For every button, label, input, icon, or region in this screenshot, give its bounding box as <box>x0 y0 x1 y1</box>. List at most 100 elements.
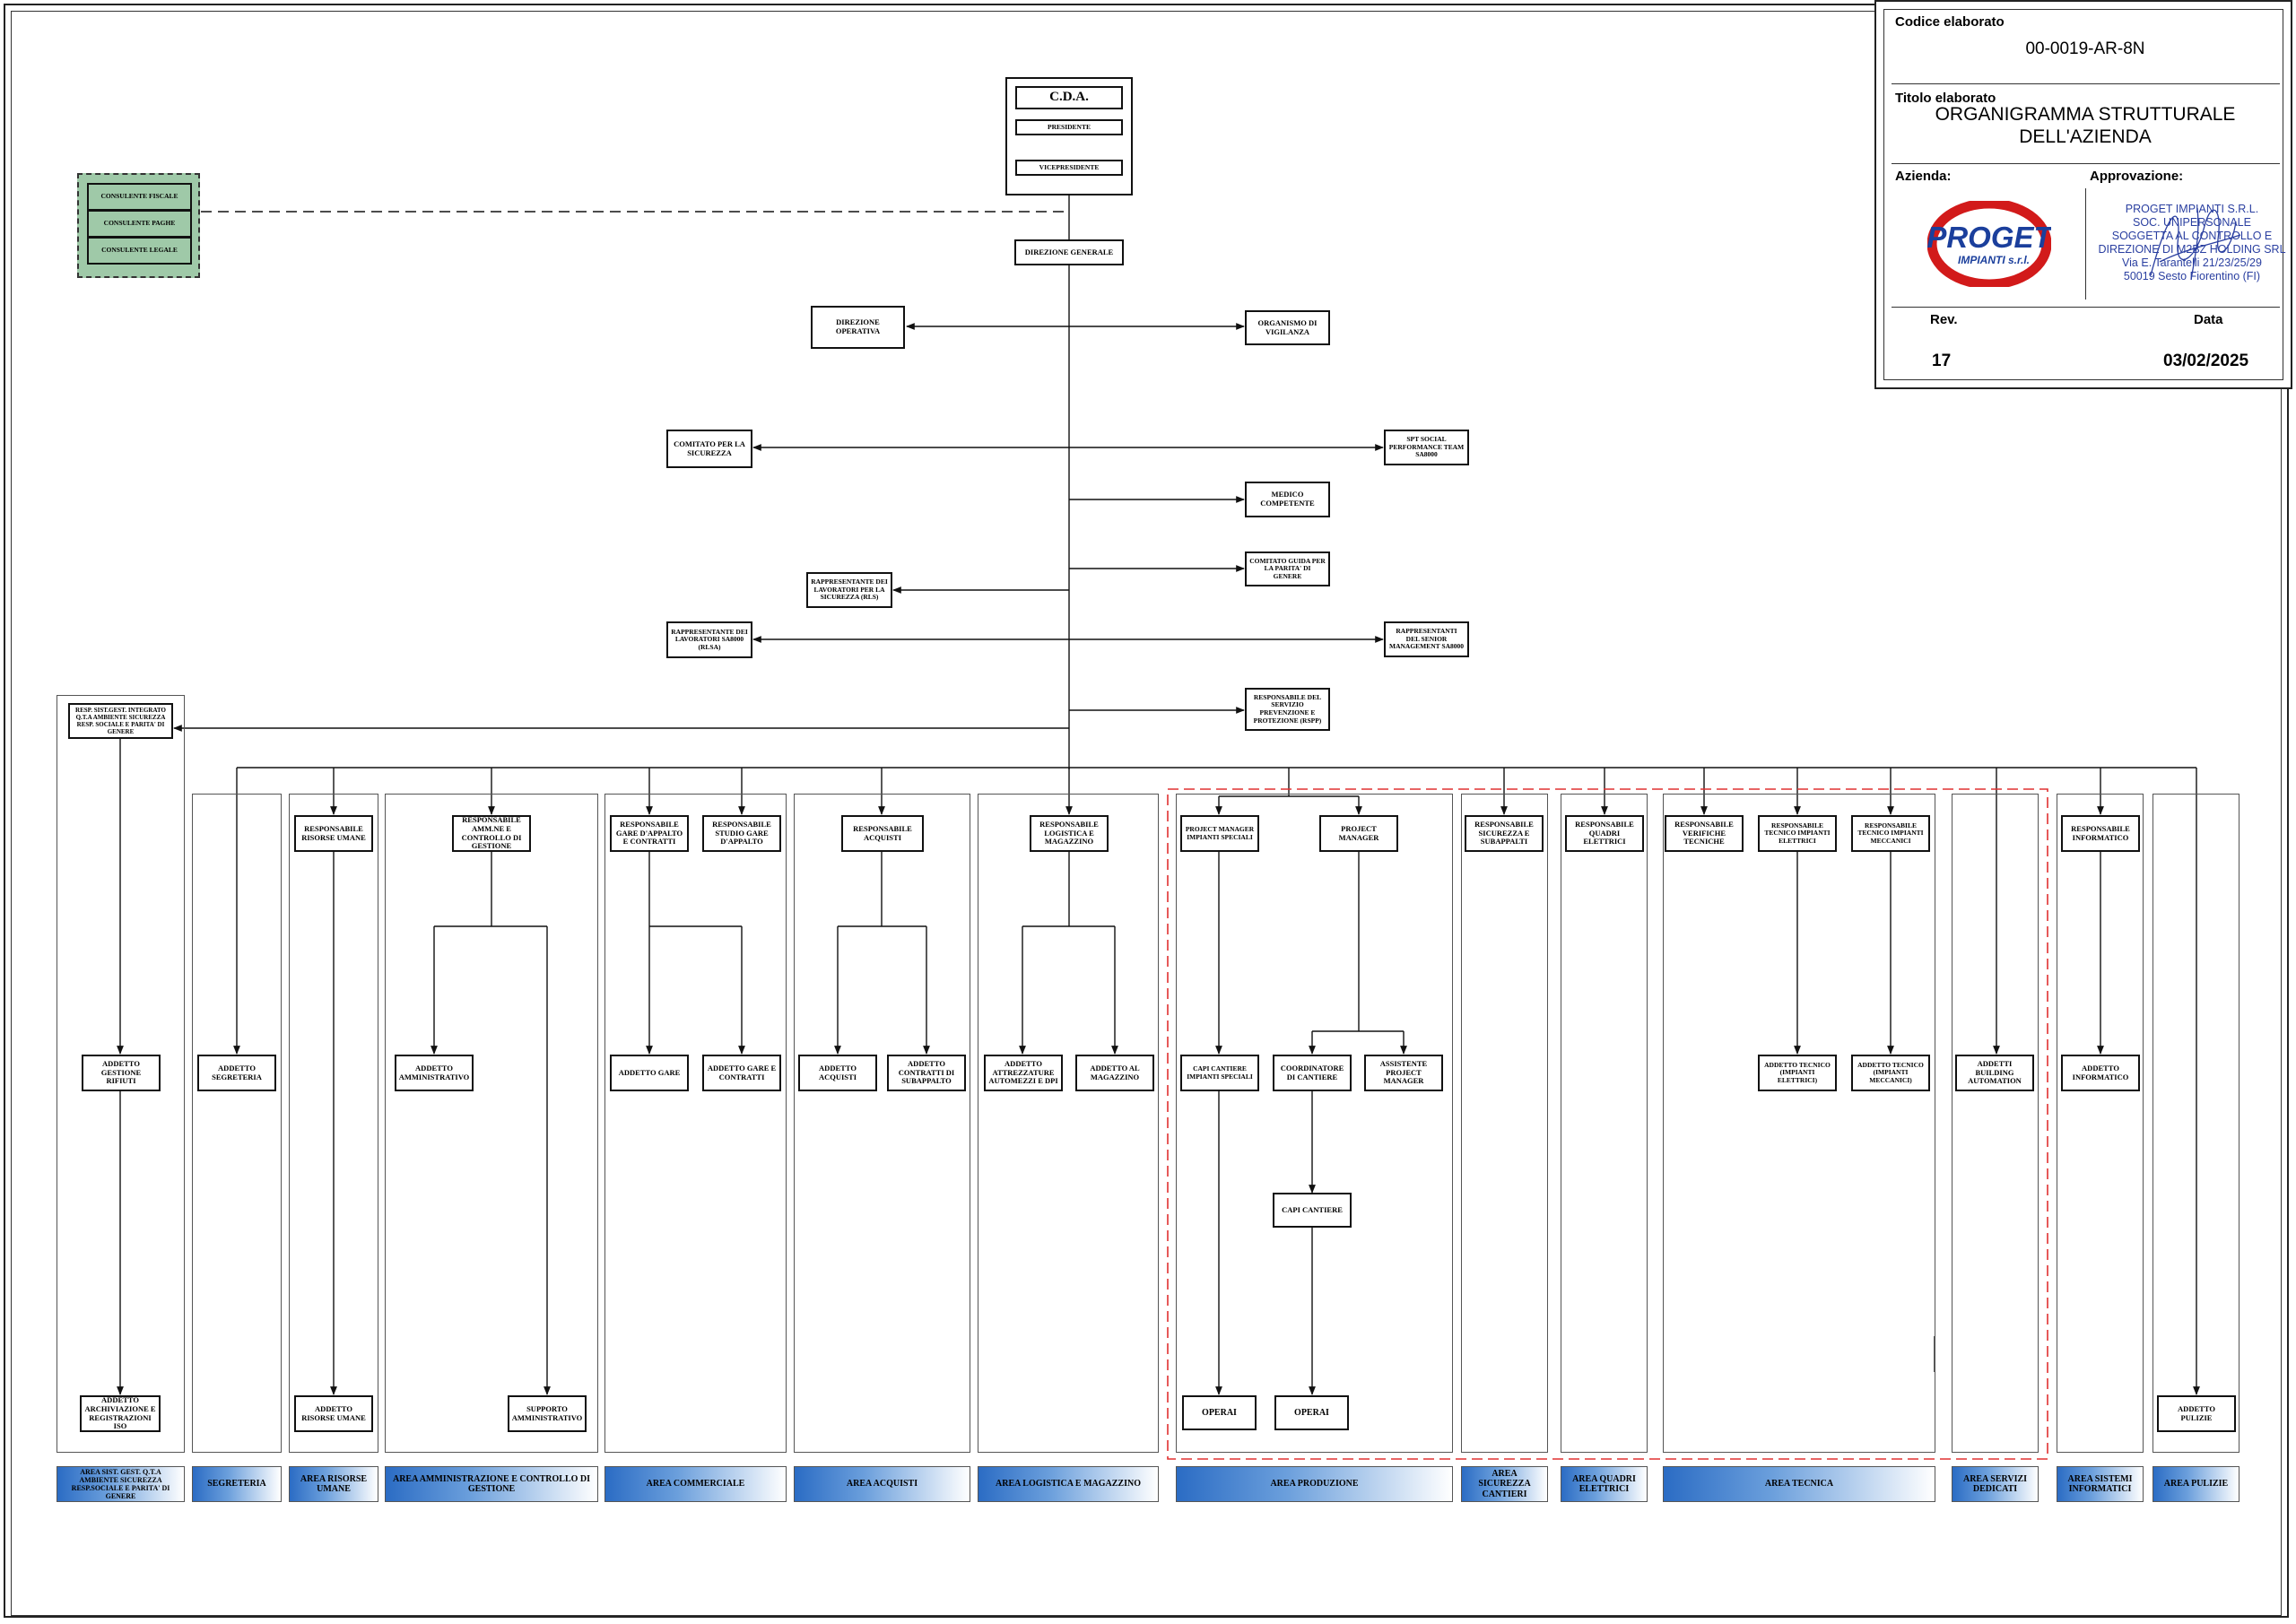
area-label-commerciale: AREA COMMERCIALE <box>604 1466 787 1502</box>
titolo-line1: ORGANIGRAMMA STRUTTURALE <box>1935 104 2236 125</box>
consultant-fiscale: CONSULENTE FISCALE <box>87 183 192 211</box>
production-group-outline <box>1167 788 2048 1460</box>
column-informatici <box>2057 794 2144 1453</box>
senior-management: RAPPRESENTANTI DEL SENIOR MANAGEMENT SA8… <box>1384 621 1469 657</box>
comitato-parita: COMITATO GUIDA PER LA PARITA' DI GENERE <box>1245 551 1330 586</box>
responsabile-informatico: RESPONSABILE INFORMATICO <box>2061 815 2140 852</box>
rev-value: 17 <box>1932 352 1952 370</box>
rspp: RESPONSABILE DEL SERVIZIO PREVENZIONE E … <box>1245 688 1330 731</box>
addetto-attrezzature: ADDETTO ATTREZZATURE AUTOMEZZI E DPI <box>984 1055 1063 1091</box>
column-tecnica <box>1663 794 1935 1453</box>
rls: RAPPRESENTANTE DEI LAVORATORI PER LA SIC… <box>806 572 892 608</box>
rlsa: RAPPRESENTANTE DEI LAVORATORI SA8000 (RL… <box>666 621 752 658</box>
area-label-produzione: AREA PRODUZIONE <box>1176 1466 1453 1502</box>
addetto-gestione-rifiuti: ADDETTO GESTIONE RIFIUTI <box>82 1055 161 1091</box>
cda-group: C.D.A. PRESIDENTE VICEPRESIDENTE <box>1005 77 1133 195</box>
column-servizi <box>1952 794 2039 1453</box>
addetto-segreteria: ADDETTO SEGRETERIA <box>197 1055 276 1091</box>
project-manager: PROJECT MANAGER <box>1319 815 1398 852</box>
organismo-vigilanza: ORGANISMO DI VIGILANZA <box>1245 310 1330 345</box>
area-label-logistica: AREA LOGISTICA E MAGAZZINO <box>978 1466 1159 1502</box>
area-label-segreteria: SEGRETERIA <box>192 1466 282 1502</box>
column-pulizie <box>2152 794 2239 1453</box>
consultants-group: CONSULENTE FISCALE CONSULENTE PAGHE CONS… <box>77 173 200 278</box>
title-block: Codice elaborato 00-0019-AR-8N Titolo el… <box>1874 0 2292 389</box>
capi-cantiere-speciali: CAPI CANTIERE IMPIANTI SPECIALI <box>1180 1055 1259 1091</box>
page-border-inner <box>11 11 2282 1616</box>
consultant-legale: CONSULENTE LEGALE <box>87 237 192 265</box>
data-value: 03/02/2025 <box>2163 352 2249 370</box>
coordinatore-cantiere: COORDINATORE DI CANTIERE <box>1273 1055 1352 1091</box>
addetto-contratti-subappalto: ADDETTO CONTRATTI DI SUBAPPALTO <box>887 1055 966 1091</box>
direzione-generale: DIREZIONE GENERALE <box>1014 239 1124 265</box>
capi-cantiere: CAPI CANTIERE <box>1273 1193 1352 1228</box>
area-label-tecnica: AREA TECNICA <box>1663 1466 1935 1502</box>
column-segreteria <box>192 794 282 1453</box>
responsabile-verifiche: RESPONSABILE VERIFICHE TECNICHE <box>1665 815 1744 852</box>
addetto-tecnico-meccanici: ADDETTO TECNICO (IMPIANTI MECCANICI) <box>1851 1055 1930 1091</box>
comitato-sicurezza: COMITATO PER LA SICUREZZA <box>666 430 752 468</box>
cda-title: C.D.A. <box>1015 86 1123 109</box>
responsabile-studio-gare: RESPONSABILE STUDIO GARE D'APPALTO <box>702 815 781 852</box>
signature <box>2150 207 2241 281</box>
addetto-pulizie: ADDETTO PULIZIE <box>2157 1395 2236 1432</box>
consultant-paghe: CONSULENTE PAGHE <box>87 210 192 238</box>
approvazione-label: Approvazione: <box>2090 169 2184 184</box>
area-label-informatici: AREA SISTEMI INFORMATICI <box>2057 1466 2144 1502</box>
direzione-operativa: DIREZIONE OPERATIVA <box>811 306 905 349</box>
titolo-label: Titolo elaborato <box>1895 91 1996 106</box>
addetto-risorse-umane: ADDETTO RISORSE UMANE <box>294 1395 373 1432</box>
addetto-informatico: ADDETTO INFORMATICO <box>2061 1055 2140 1091</box>
responsabile-sicurezza: RESPONSABILE SICUREZZA E SUBAPPALTI <box>1465 815 1544 852</box>
resp-sist-gest: RESP. SIST.GEST. INTEGRATO Q.T.A AMBIENT… <box>68 703 173 739</box>
rev-label: Rev. <box>1930 312 1958 327</box>
column-area-sist <box>57 695 185 1453</box>
area-label-quadri: AREA QUADRI ELETTRICI <box>1561 1466 1648 1502</box>
area-label-sist: AREA SIST. GEST. Q.T.A AMBIENTE SICUREZZ… <box>57 1466 185 1502</box>
responsabile-amministrazione: RESPONSABILE AMM.NE E CONTROLLO DI GESTI… <box>452 815 531 852</box>
area-label-acquisti: AREA ACQUISTI <box>794 1466 970 1502</box>
azienda-label: Azienda: <box>1895 169 1952 184</box>
logo-text: PROGET <box>1927 221 2051 254</box>
addetto-gare: ADDETTO GARE <box>610 1055 689 1091</box>
responsabile-quadri: RESPONSABILE QUADRI ELETTRICI <box>1565 815 1644 852</box>
area-label-risorse: AREA RISORSE UMANE <box>289 1466 378 1502</box>
proget-logo: PROGET IMPIANTI s.r.l. <box>1926 198 2055 290</box>
addetto-acquisti: ADDETTO ACQUISTI <box>798 1055 877 1091</box>
data-label: Data <box>2194 312 2223 327</box>
spt-team: SPT SOCIAL PERFORMANCE TEAM SA8000 <box>1384 430 1469 465</box>
codice-label: Codice elaborato <box>1895 14 2005 30</box>
addetto-amministrativo: ADDETTO AMMINISTRATIVO <box>395 1055 474 1091</box>
addetto-archiviazione: ADDETTO ARCHIVIAZIONE E REGISTRAZIONI IS… <box>80 1395 161 1432</box>
responsabile-risorse-umane: RESPONSABILE RISORSE UMANE <box>294 815 373 852</box>
stamp-line: Via E. Tarantelli 21/23/25/29 <box>2122 256 2262 269</box>
responsabile-tecnico-elettrici: RESPONSABILE TECNICO IMPIANTI ELETTRICI <box>1758 815 1837 852</box>
operai: OPERAI <box>1274 1395 1349 1430</box>
stamp-line: SOC. UNIPERSONALE <box>2133 216 2251 229</box>
addetto-gare-contratti: ADDETTO GARE E CONTRATTI <box>702 1055 781 1091</box>
area-label-amministrazione: AREA AMMINISTRAZIONE E CONTROLLO DI GEST… <box>385 1466 598 1502</box>
column-logistica <box>978 794 1159 1453</box>
supporto-amministrativo: SUPPORTO AMMINISTRATIVO <box>508 1395 587 1432</box>
area-label-servizi: AREA SERVIZI DEDICATI <box>1952 1466 2039 1502</box>
column-commerciale <box>604 794 787 1453</box>
operai-speciali: OPERAI <box>1182 1395 1257 1430</box>
responsabile-logistica: RESPONSABILE LOGISTICA E MAGAZZINO <box>1030 815 1109 852</box>
column-amministrazione <box>385 794 598 1453</box>
responsabile-acquisti: RESPONSABILE ACQUISTI <box>841 815 924 852</box>
cda-vicepresidente: VICEPRESIDENTE <box>1015 160 1123 176</box>
responsabile-gare: RESPONSABILE GARE D'APPALTO E CONTRATTI <box>610 815 689 852</box>
titolo-line2: DELL'AZIENDA <box>2019 126 2152 147</box>
column-produzione <box>1176 794 1453 1453</box>
area-label-sicurezza: AREA SICUREZZA CANTIERI <box>1461 1466 1548 1502</box>
assistente-project-manager: ASSISTENTE PROJECT MANAGER <box>1364 1055 1443 1091</box>
addetto-tecnico-elettrici: ADDETTO TECNICO (IMPIANTI ELETTRICI) <box>1758 1055 1837 1091</box>
column-quadri <box>1561 794 1648 1453</box>
logo-subtext: IMPIANTI s.r.l. <box>1958 254 2030 266</box>
addetto-magazzino: ADDETTO AL MAGAZZINO <box>1075 1055 1154 1091</box>
medico-competente: MEDICO COMPETENTE <box>1245 482 1330 517</box>
cda-presidente: PRESIDENTE <box>1015 119 1123 135</box>
codice-value: 00-0019-AR-8N <box>2025 39 2145 58</box>
